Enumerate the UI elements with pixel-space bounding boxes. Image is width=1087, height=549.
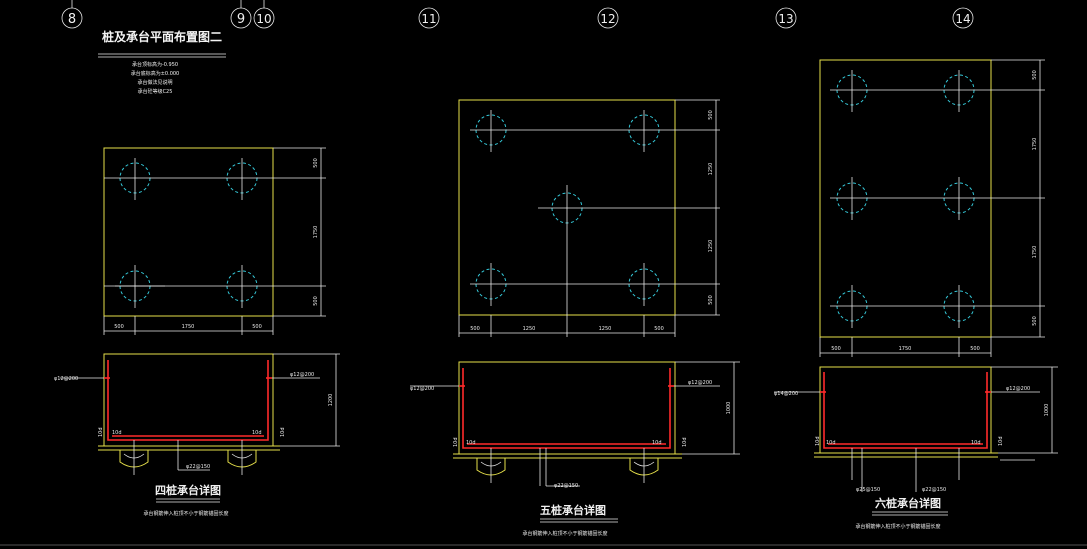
rebar-left-label: φ12@200 [54,376,78,382]
plan-six-pile-cap: 500 1750 1750 500 500 1750 500 [819,59,1045,357]
section-four-pile-cap: φ12@200 φ12@200 10d 10d 10d 10d φ22@150 … [54,353,340,517]
dim-right-3: 1250 [708,240,714,253]
dim-right-1: 500 [1032,70,1038,80]
rebar-cage [462,368,671,449]
dim-right-1: 500 [708,110,714,120]
dim-bottom-3: 500 [252,324,262,330]
anchor-right-label: 10d [971,440,981,446]
axis-bubble-13 [775,7,797,29]
anchor-vertical-left: 10d [815,436,821,446]
anchor-right-label: 10d [652,440,662,446]
axis-label-9: 9 [237,12,245,27]
title-block: 桩及承台平面布置图二 承台顶标高为-0.950 承台底标高为±0.000 承台做… [98,29,226,95]
anchor-vertical-right: 10d [280,427,286,437]
axis-bubble-14 [952,7,974,29]
section-note: 承台钢筋伸入桩顶不小于钢筋锚固长度 [855,523,940,530]
cap-section-outline [819,366,992,454]
anchor-left-label: 10d [112,430,122,436]
dim-bottom-4: 500 [654,326,664,332]
rebar-bottom-label-2: φ22@150 [922,487,946,493]
note-line-2: 承台底标高为±0.000 [131,70,180,77]
dim-right-2: 1750 [313,226,319,239]
anchor-vertical-left: 10d [453,437,459,447]
anchor-left-label: 10d [826,440,836,446]
dim-right-2: 1250 [708,163,714,176]
axis-label-13: 13 [778,12,793,26]
anchor-vertical-right: 10d [682,437,688,447]
height-dim: 1000 [726,402,732,415]
dim-bottom-1: 500 [831,346,841,352]
section-title: 五桩承台详图 [540,503,606,517]
note-line-4: 承台砼等级C25 [138,88,173,95]
rebar-right-label: φ12@200 [290,372,314,378]
axis-label-10: 10 [256,12,271,26]
rebar-left-label: φ14@200 [774,391,798,397]
section-five-pile-cap: φ12@200 φ12@200 10d 10d 10d 10d φ22@150 … [410,361,740,537]
rebar-cage [823,372,988,449]
dim-right-2: 1750 [1032,138,1038,151]
section-note: 承台钢筋伸入桩顶不小于钢筋锚固长度 [143,510,228,517]
dim-bottom-2: 1750 [182,324,195,330]
height-dim: 1000 [1044,404,1050,417]
dim-bottom-3: 1250 [599,326,612,332]
dim-bottom-3: 500 [970,346,980,352]
axis-bubble-8 [61,7,83,29]
section-title: 六桩承台详图 [875,496,941,510]
anchor-left-label: 10d [466,440,476,446]
dim-bottom-1: 500 [114,324,124,330]
cap-outline [103,147,274,317]
rebar-bottom-label-1: φ25@150 [856,487,880,493]
rebar-left-label: φ12@200 [410,386,434,392]
plan-four-pile-cap: 500 1750 500 500 1750 500 [103,147,326,335]
dim-right-1: 500 [313,158,319,168]
rebar-right-label: φ12@200 [688,380,712,386]
anchor-vertical-right: 10d [998,436,1004,446]
axis-bubble-11 [418,7,440,29]
axis-bubble-9 [230,7,252,29]
anchor-right-label: 10d [252,430,262,436]
note-line-3: 承台做法见说明 [137,79,172,86]
axis-label-11: 11 [421,12,436,26]
axis-bubbles: 8 9 10 11 12 13 14 [61,0,974,29]
anchor-vertical-left: 10d [98,427,104,437]
dim-right-4: 500 [708,295,714,305]
section-six-pile-cap: φ14@200 φ12@200 10d 10d 10d 10d φ25@150 … [774,366,1058,530]
cap-outline [819,59,992,338]
drawing-title: 桩及承台平面布置图二 [102,29,222,44]
axis-bubble-12 [597,7,619,29]
plan-five-pile-cap: 500 1250 1250 500 500 1250 1250 500 [458,99,720,337]
axis-label-8: 8 [68,12,76,27]
dim-bottom-1: 500 [470,326,480,332]
rebar-bottom-label: φ22@150 [186,464,210,470]
axis-label-14: 14 [955,12,970,26]
axis-bubble-10 [253,7,275,29]
rebar-bottom-label: φ22@150 [554,483,578,489]
dim-bottom-2: 1250 [523,326,536,332]
axis-label-12: 12 [600,12,615,26]
dim-right-3: 500 [313,296,319,306]
cap-section-outline [103,353,274,447]
height-dim: 1200 [328,394,334,407]
dim-right-4: 500 [1032,316,1038,326]
rebar-cage [107,360,269,441]
dim-right-3: 1750 [1032,246,1038,259]
section-title: 四桩承台详图 [155,483,221,497]
rebar-right-label: φ12@200 [1006,386,1030,392]
cap-section-outline [458,361,676,455]
dim-bottom-2: 1750 [899,346,912,352]
section-note: 承台钢筋伸入桩顶不小于钢筋锚固长度 [522,530,607,537]
note-line-1: 承台顶标高为-0.950 [132,61,178,68]
